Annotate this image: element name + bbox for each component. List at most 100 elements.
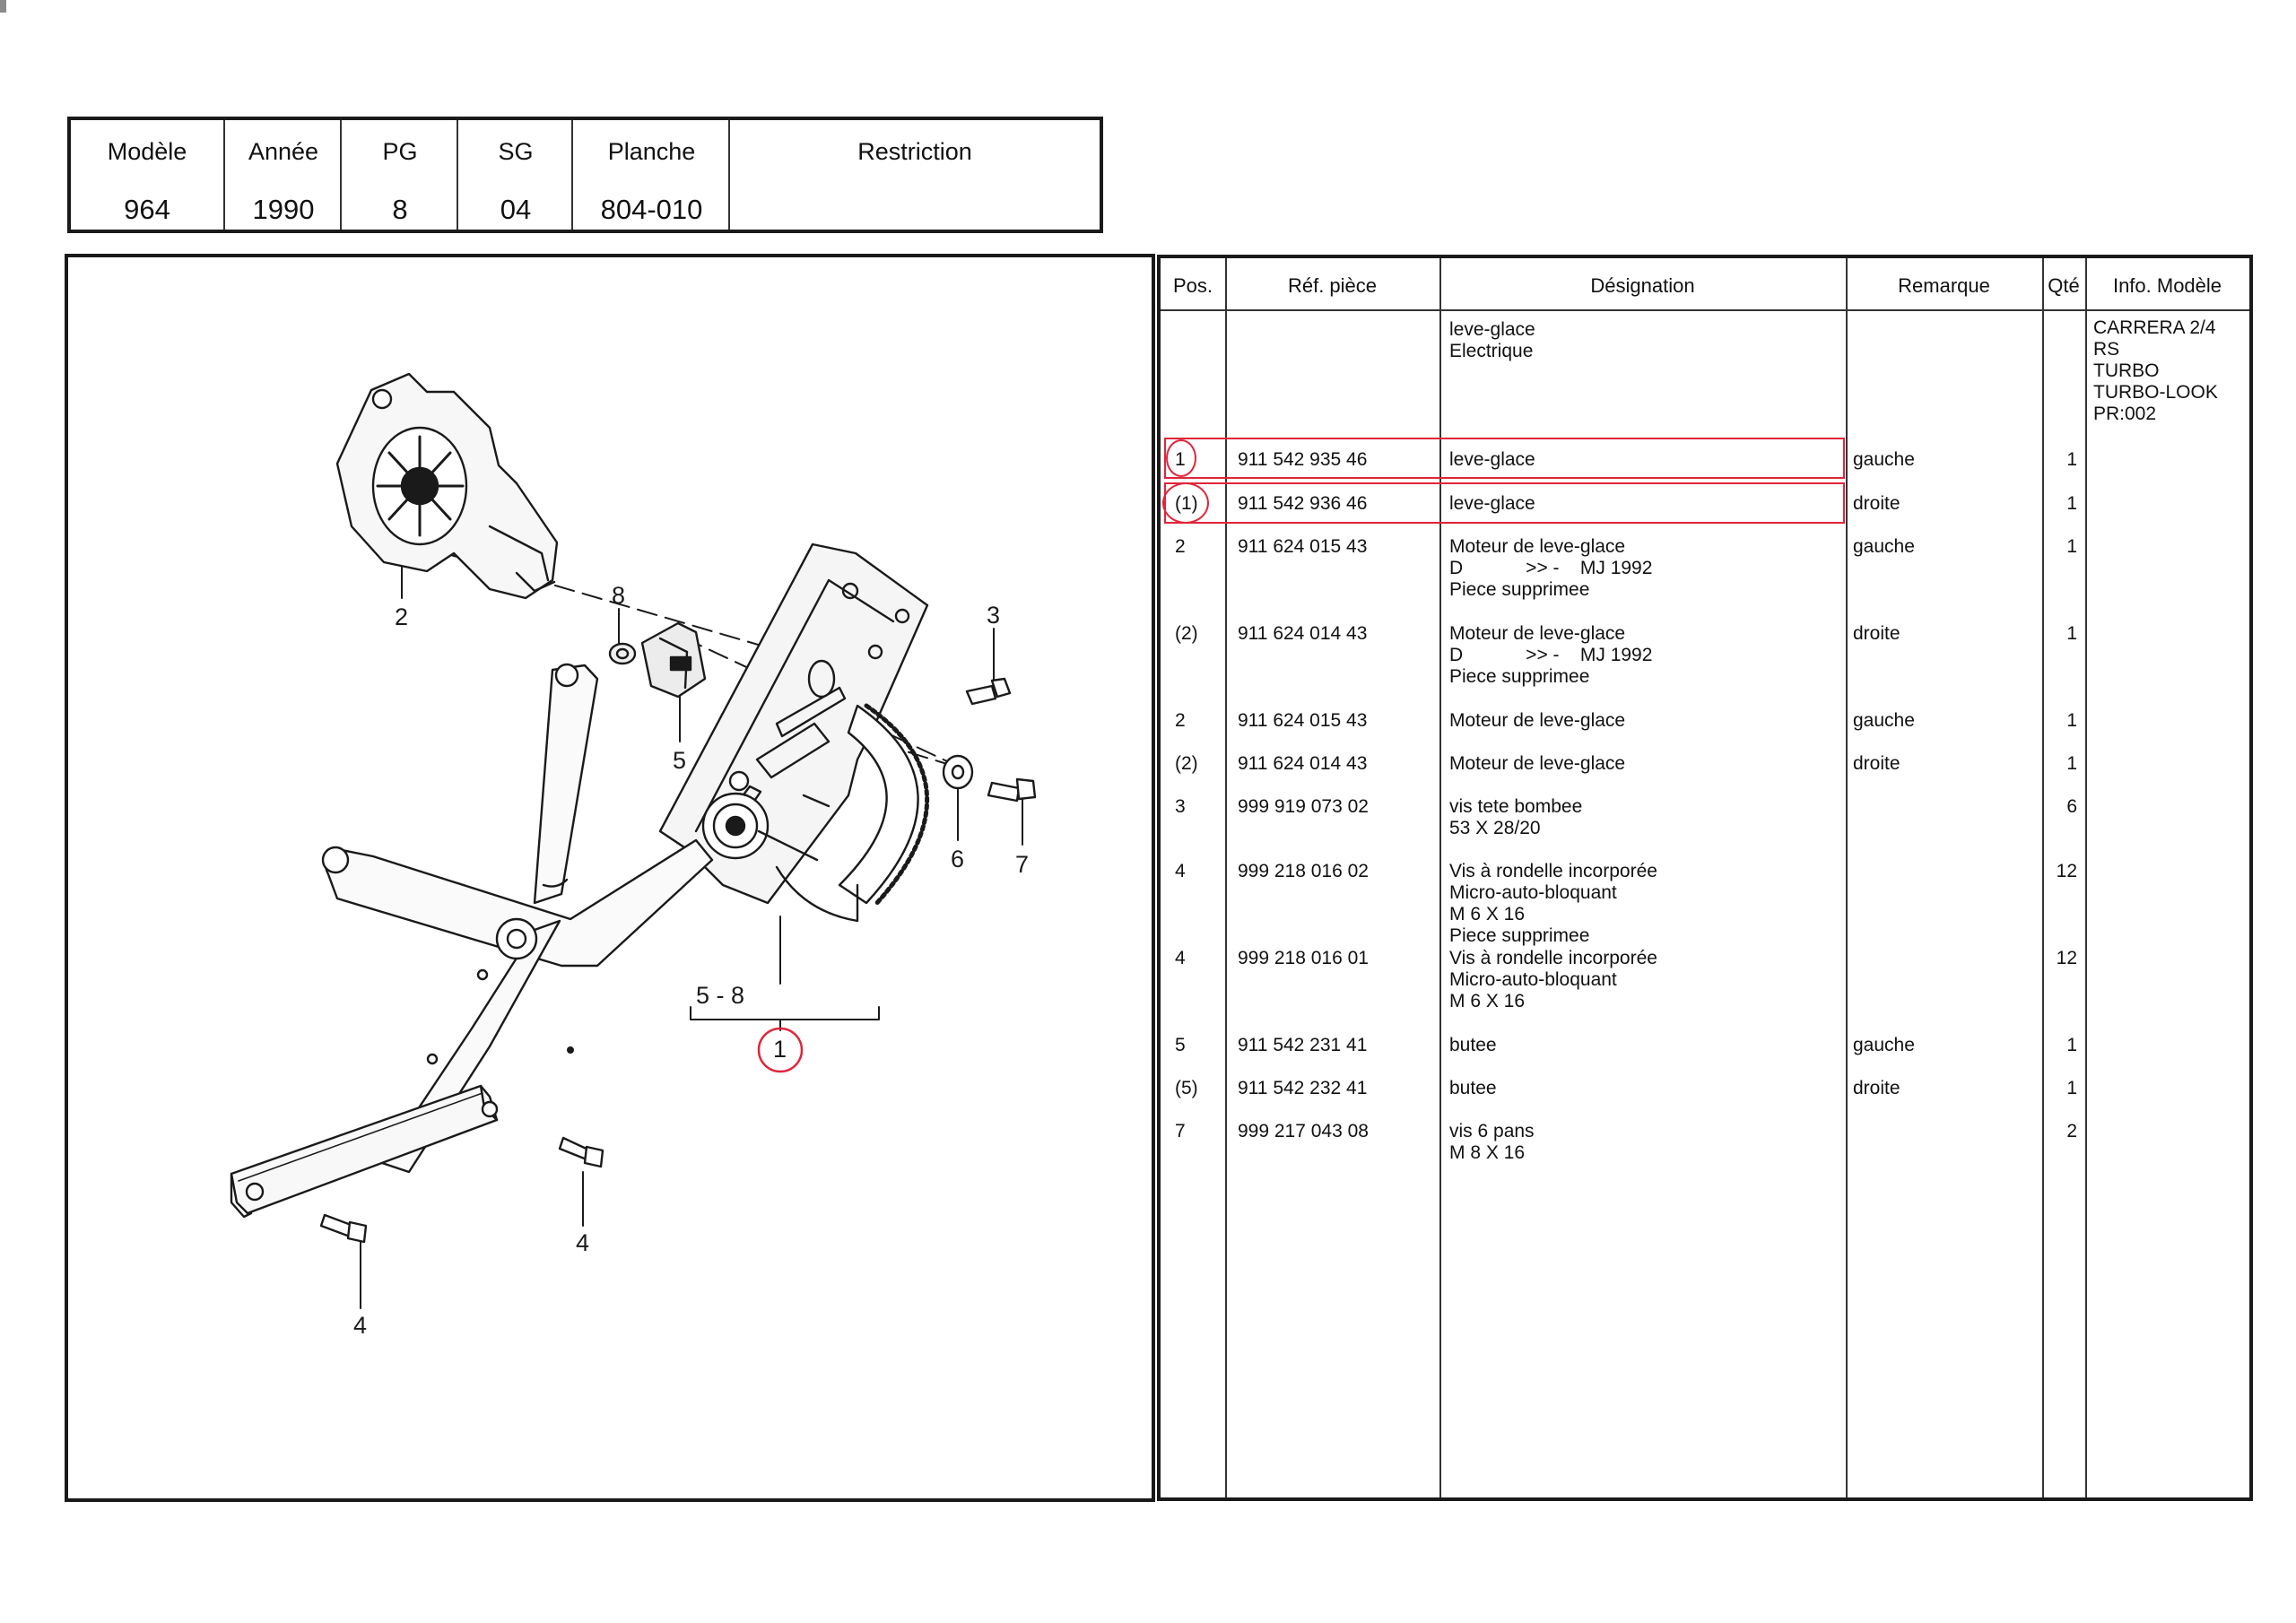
info-modele-list: CARRERA 2/4 RS TURBO TURBO-LOOK PR:002	[2093, 317, 2218, 425]
row-designation-line: Piece supprimee	[1449, 666, 1590, 687]
row-designation-line: Moteur de leve-glace	[1449, 623, 1626, 644]
col-header-remarque: Remarque	[1898, 274, 1990, 297]
row-ref: 999 217 043 08	[1238, 1121, 1369, 1141]
row-remarque: droite	[1853, 1078, 1900, 1098]
header-col-sg: SG 04	[457, 120, 573, 230]
row-designation-line: Moteur de leve-glace	[1449, 710, 1626, 731]
row-qty: 1	[2066, 1035, 2077, 1055]
row-qty: 1	[2066, 1078, 2077, 1098]
info-modele-item: RS	[2093, 339, 2120, 360]
screw-4-upper	[558, 1136, 604, 1168]
row-ref: 999 218 016 01	[1238, 948, 1369, 968]
row-pos: 2	[1175, 536, 1186, 557]
callout-1: 1	[773, 1036, 787, 1063]
row-remarque: droite	[1853, 493, 1900, 514]
row-pos: 5	[1175, 1035, 1186, 1055]
col-divider-pos	[1225, 258, 1227, 1497]
row-pos: 4	[1175, 948, 1186, 968]
row-qty: 12	[2056, 948, 2077, 968]
row-designation-line: Piece supprimee	[1449, 579, 1590, 600]
row-designation-line: M 6 X 16	[1449, 991, 1526, 1011]
row-pos: (2)	[1175, 753, 1198, 774]
row-qty: 6	[2066, 796, 2077, 817]
callout-4-lower: 4	[353, 1312, 367, 1339]
catalog-header-table: Modèle 964 Année 1990 PG 8 SG 04 Planche…	[67, 117, 1103, 233]
lower-channel	[230, 1084, 499, 1219]
row-pos: (5)	[1175, 1078, 1198, 1098]
row-designation-line: M 8 X 16	[1449, 1142, 1526, 1163]
row-qty: 1	[2066, 623, 2077, 644]
row-designation-line: Moteur de leve-glace	[1449, 753, 1626, 774]
row-pos: 3	[1175, 796, 1186, 817]
col-header-ref: Réf. pièce	[1287, 274, 1378, 297]
screw-4-lower	[319, 1213, 368, 1244]
header-value-planche: 804-010	[600, 194, 703, 225]
window-motor	[335, 372, 559, 600]
scan-corner-mark	[0, 0, 6, 13]
row-designation-line: vis tete bombee	[1449, 796, 1583, 817]
header-label-annee: Année	[248, 138, 319, 165]
callout-6: 6	[951, 846, 964, 872]
row-qty: 1	[2066, 449, 2077, 470]
row-ref: 911 542 935 46	[1238, 449, 1368, 470]
row-qty: 2	[2066, 1121, 2077, 1141]
nut	[608, 642, 637, 665]
screw-3	[965, 677, 1012, 706]
header-col-restriction: Restriction	[728, 120, 1100, 230]
carrier-plate	[658, 542, 929, 923]
header-col-planche: Planche 804-010	[571, 120, 730, 230]
col-header-qty: Qté	[2048, 274, 2080, 297]
callout-2: 2	[395, 603, 408, 630]
info-modele-item: TURBO	[2093, 360, 2160, 381]
row-designation-line: D >> - MJ 1992	[1449, 645, 1653, 665]
row-pos: (2)	[1175, 623, 1198, 644]
row-pos: 7	[1175, 1121, 1186, 1141]
row-designation-line: Micro-auto-bloquant	[1449, 882, 1617, 903]
header-value-modele: 964	[124, 194, 170, 225]
header-label-modele: Modèle	[107, 138, 187, 165]
pos-highlight-ring-2	[1162, 482, 1209, 524]
col-divider-ref	[1439, 258, 1441, 1497]
row-designation-line: vis 6 pans	[1449, 1121, 1535, 1141]
callout-4-upper: 4	[576, 1229, 589, 1256]
row-designation-line: D >> - MJ 1992	[1449, 558, 1653, 578]
callout-5: 5	[673, 747, 686, 774]
info-modele-item: PR:002	[2093, 404, 2157, 424]
intro-designation-line-2: Electrique	[1449, 341, 1534, 361]
row-remarque: droite	[1853, 753, 1900, 774]
row-designation-line: Vis à rondelle incorporée	[1449, 861, 1657, 881]
table-header-divider	[1161, 309, 2249, 311]
header-label-planche: Planche	[607, 138, 696, 165]
row-qty: 1	[2066, 753, 2077, 774]
regulator-arm-short	[533, 663, 599, 905]
row-highlight-box-1	[1164, 438, 1845, 479]
info-modele-item: CARRERA 2/4	[2093, 317, 2216, 338]
row-designation-line: leve-glace	[1449, 449, 1535, 470]
pos-highlight-ring-1	[1166, 439, 1196, 477]
header-label-restriction: Restriction	[857, 138, 972, 165]
window-regulator-exploded-diagram: 2 8 3 5 6 7 5 - 8 1 4 4	[230, 372, 1037, 1339]
col-header-info: Info. Modèle	[2112, 274, 2222, 297]
row-ref: 911 542 231 41	[1238, 1035, 1368, 1055]
row-qty: 12	[2056, 861, 2077, 881]
col-divider-qty	[2085, 258, 2087, 1497]
row-designation-line: Moteur de leve-glace	[1449, 536, 1626, 557]
row-pos: 2	[1175, 710, 1186, 731]
info-modele-item: TURBO-LOOK	[2093, 382, 2218, 403]
leader-lines	[360, 524, 1023, 1309]
header-label-pg: PG	[382, 138, 418, 165]
header-value-pg: 8	[392, 194, 408, 225]
parts-list-table: Pos. Réf. pièce Désignation Remarque Qté…	[1157, 255, 2253, 1501]
col-divider-remarque	[2042, 258, 2044, 1497]
row-ref: 911 624 014 43	[1238, 623, 1368, 644]
intro-designation-line-1: leve-glace	[1449, 319, 1535, 340]
row-designation-line: butee	[1449, 1035, 1497, 1055]
row-ref: 911 624 015 43	[1238, 536, 1368, 557]
row-remarque: gauche	[1853, 536, 1915, 557]
row-qty: 1	[2066, 536, 2077, 557]
header-col-pg: PG 8	[340, 120, 458, 230]
stop-bracket	[640, 621, 707, 699]
row-remarque: droite	[1853, 623, 1900, 644]
row-pos: 4	[1175, 861, 1186, 881]
row-remarque: gauche	[1853, 710, 1915, 731]
